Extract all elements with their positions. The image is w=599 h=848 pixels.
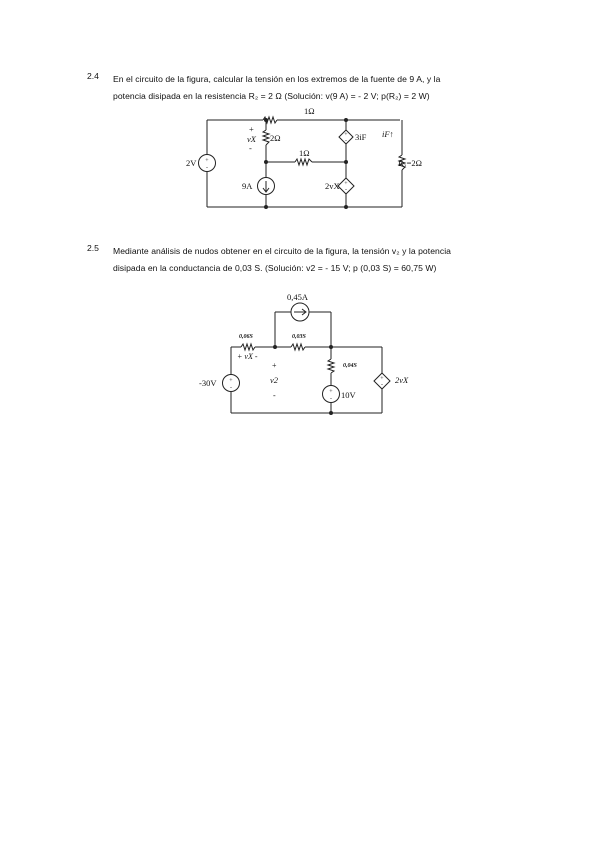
label-dep-bottom: 2vX [325, 181, 340, 191]
svg-text:-: - [206, 165, 208, 171]
label-2vx: 2vX [395, 375, 409, 385]
svg-text:+: + [205, 158, 209, 164]
label-30v: -30V [199, 378, 217, 388]
svg-text:-: - [230, 385, 232, 391]
label-r-top: 1Ω [304, 106, 315, 116]
label-v2-plus: + [272, 361, 277, 370]
label-10v: 10V [341, 390, 357, 400]
svg-text:-: - [345, 138, 347, 144]
label-v2-minus: - [273, 391, 276, 400]
label-045a: 0,45A [287, 292, 309, 302]
label-2v: 2V [186, 158, 197, 168]
statement-line-1: Mediante análisis de nudos obtener en el… [113, 246, 451, 256]
label-003s: 0,03S [292, 334, 307, 340]
label-9a: 9A [242, 181, 253, 191]
svg-text:-: - [381, 382, 383, 388]
problem-number: 2.4 [87, 71, 99, 81]
svg-text:-: - [345, 187, 347, 193]
label-r2: R₂=2Ω [398, 158, 422, 168]
label-vx: vX [247, 134, 257, 144]
label-vx: + vX - [237, 352, 258, 361]
problem-statement: En el circuito de la figura, calcular la… [113, 71, 533, 105]
statement-line-2: potencia disipada en la resistencia R₂ =… [113, 91, 430, 101]
label-v2: v2 [270, 375, 279, 385]
circuit-figure-2-5: + - + - + - 0,45A 0,03S 0,06S 0,04S + vX… [199, 292, 409, 415]
label-minus: - [249, 143, 252, 153]
circuit-figure-2-4: + - + - + - 1Ω 1Ω 2Ω + vX - 3iF iF↑ R₂=2… [186, 106, 422, 209]
label-r-mid: 1Ω [299, 148, 310, 158]
svg-text:+: + [380, 376, 384, 382]
svg-text:+: + [344, 181, 348, 187]
svg-text:+: + [329, 389, 333, 395]
statement-line-1: En el circuito de la figura, calcular la… [113, 74, 441, 84]
svg-text:-: - [330, 396, 332, 402]
label-r-left: 2Ω [270, 133, 281, 143]
label-plus: + [249, 124, 254, 134]
statement-line-2: disipada en la conductancia de 0,03 S. (… [113, 263, 437, 273]
problem-number: 2.5 [87, 243, 99, 253]
label-if: iF↑ [382, 129, 394, 139]
label-006s: 0,06S [239, 334, 254, 340]
svg-text:+: + [229, 378, 233, 384]
label-004s: 0,04S [343, 363, 358, 369]
problem-statement: Mediante análisis de nudos obtener en el… [113, 243, 533, 277]
label-dep-top: 3iF [355, 132, 367, 142]
svg-text:+: + [344, 132, 348, 138]
